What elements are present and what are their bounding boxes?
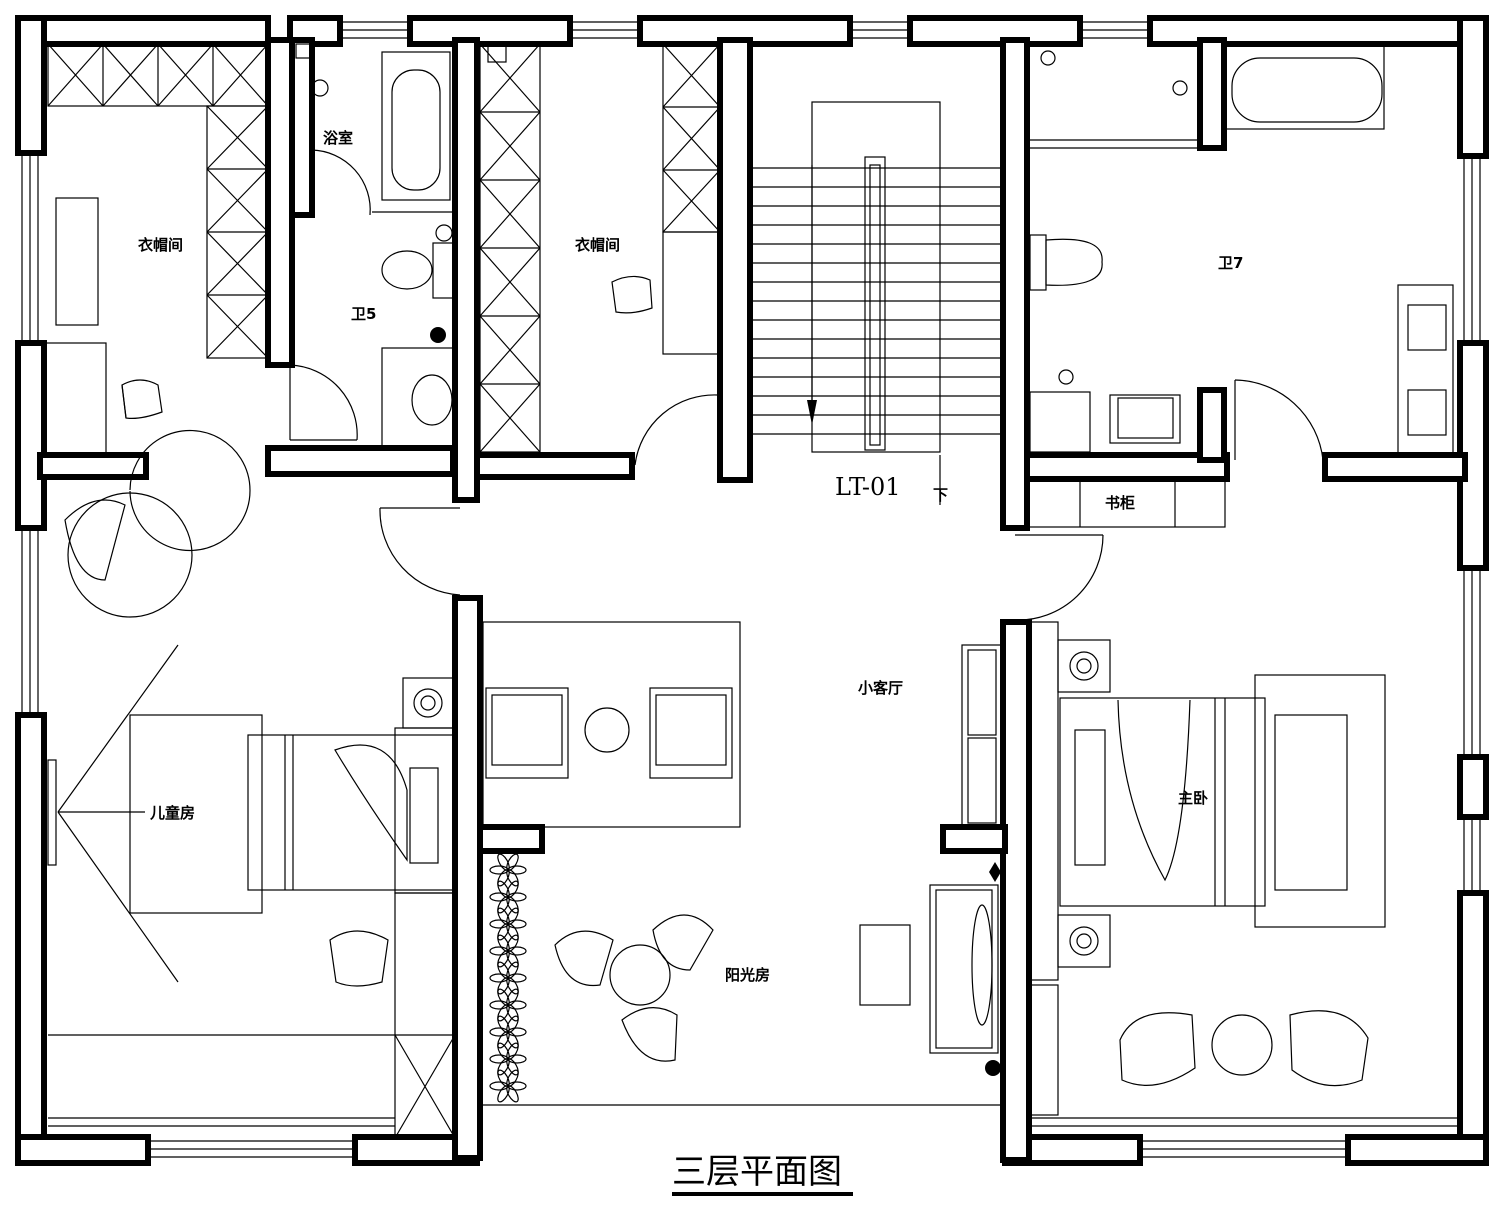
wc7-fixtures <box>1029 43 1454 456</box>
plant-icon <box>489 1015 527 1049</box>
doors <box>129 149 1324 621</box>
exterior-walls <box>15 15 1489 1166</box>
label-kids-room: 儿童房 <box>149 804 195 822</box>
plant-icon <box>489 988 527 1022</box>
sunroom-furniture <box>480 853 1003 1106</box>
bathroom-fixtures <box>295 43 456 449</box>
closet-mid-furniture <box>487 43 653 314</box>
plant-icon <box>489 934 527 968</box>
label-master-bedroom: 主卧 <box>1178 789 1208 807</box>
plant-icon <box>489 853 527 887</box>
windows <box>21 21 1481 1158</box>
closet-storage <box>47 43 721 1139</box>
bookcase <box>1026 478 1226 528</box>
drawing-title: 三层平面图 <box>672 1152 842 1192</box>
label-wc7: 卫7 <box>1218 254 1243 272</box>
closet-left-furniture <box>43 197 163 456</box>
staircase <box>752 101 1000 505</box>
label-closet-left: 衣帽间 <box>138 236 183 254</box>
plant-icon <box>489 1042 527 1076</box>
label-closet-mid: 衣帽间 <box>575 236 620 254</box>
label-wc5: 卫5 <box>351 305 376 323</box>
plant-icon <box>489 907 527 941</box>
label-bookcase: 书柜 <box>1105 494 1135 512</box>
plant-icon <box>489 961 527 995</box>
label-small-living: 小客厅 <box>858 679 903 697</box>
label-bathroom: 浴室 <box>323 129 353 147</box>
small-living-furniture <box>482 621 1003 828</box>
plant-icon <box>489 1069 527 1103</box>
kids-room-furniture <box>47 492 456 1036</box>
plant-icon <box>489 880 527 914</box>
master-bedroom-furniture <box>1029 621 1386 1116</box>
drawing-title-block: 三层平面图 <box>672 1152 853 1196</box>
label-sunroom: 阳光房 <box>725 966 770 984</box>
room-labels: 衣帽间 浴室 卫5 衣帽间 卫7 书柜 小客厅 儿童房 阳光房 主卧 LT-01… <box>138 129 1243 984</box>
stair-direction: 下 <box>933 486 948 504</box>
interior-walls <box>37 37 1468 1163</box>
stair-code: LT-01 <box>835 473 901 501</box>
